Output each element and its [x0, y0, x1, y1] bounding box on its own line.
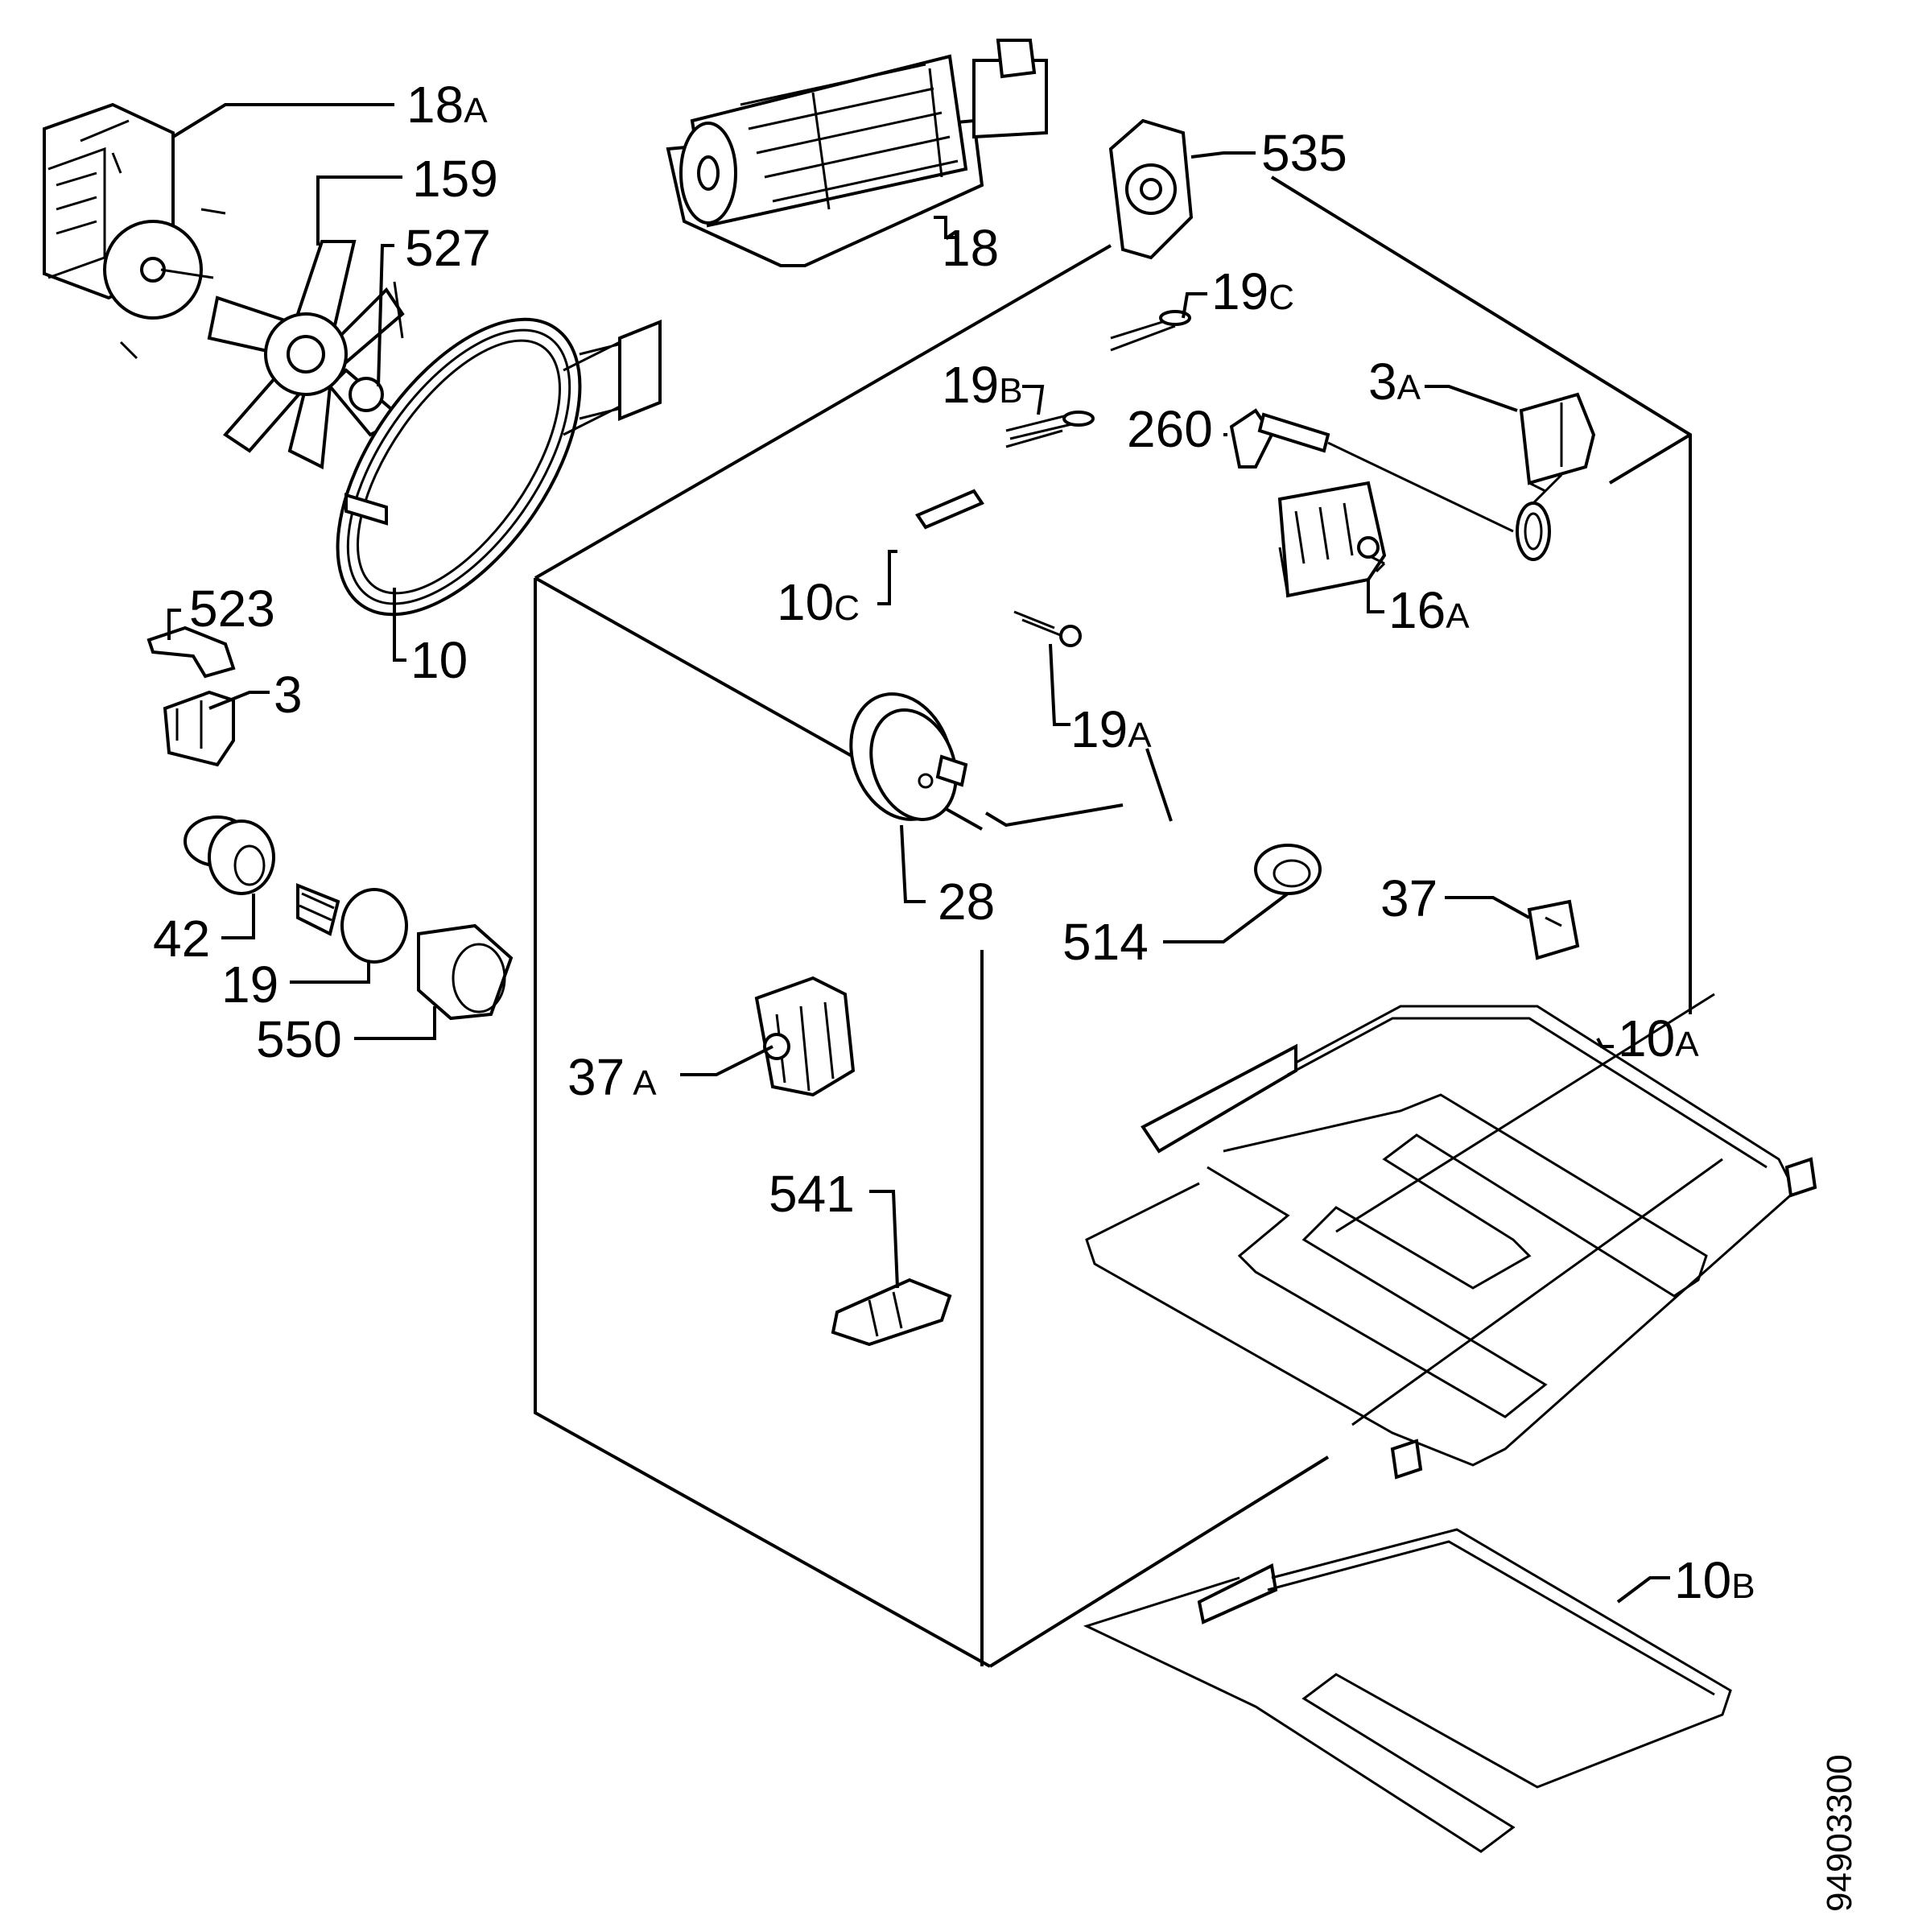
- label-541: 541: [769, 1165, 855, 1223]
- callout-labels: 18A 159 527 18 535 19C 19B 260 3A 10C 16…: [153, 76, 1755, 1609]
- thermostat-sensor-260: [1229, 408, 1514, 533]
- selector-switch-16a: [1277, 481, 1387, 598]
- connector-10c: [915, 489, 984, 530]
- label-535: 535: [1261, 124, 1347, 182]
- label-10c: 10C: [777, 573, 860, 631]
- label-16a: 16A: [1388, 581, 1470, 639]
- rotary-timer-28: [849, 692, 968, 821]
- label-10b: 10B: [1674, 1551, 1755, 1609]
- label-523: 523: [189, 580, 275, 638]
- tangential-fan-18: [666, 39, 1048, 267]
- label-28: 28: [938, 873, 995, 931]
- fan-blade-159: [207, 240, 406, 470]
- label-3: 3: [274, 666, 303, 724]
- lamp-bulb-19: [296, 883, 408, 964]
- lamp-holder-42: [184, 815, 275, 895]
- label-527: 527: [405, 219, 491, 277]
- label-42: 42: [153, 910, 210, 968]
- terminal-bracket-37a: [754, 976, 856, 1097]
- terminal-block-37: [1527, 899, 1580, 960]
- grommet-514: [1254, 844, 1322, 895]
- label-18a: 18A: [406, 76, 488, 134]
- thermostat-3: [163, 690, 235, 767]
- bottom-heating-element-10b: [1083, 1528, 1732, 1853]
- label-10a: 10A: [1618, 1009, 1699, 1067]
- label-260: 260: [1127, 400, 1213, 458]
- drawing-number: 94903300: [1820, 1754, 1859, 1912]
- oven-cabinet-outline: [534, 175, 1692, 1668]
- label-550: 550: [256, 1010, 342, 1068]
- terminal-541: [831, 1278, 952, 1347]
- lamp-glass-550: [417, 923, 514, 1021]
- label-37: 37: [1380, 869, 1438, 927]
- fan-motor-18a: [43, 102, 226, 360]
- circular-heating-element-10: [336, 317, 662, 617]
- wire-19b: [1005, 411, 1095, 448]
- label-19a: 19A: [1070, 700, 1152, 758]
- label-159: 159: [412, 150, 498, 208]
- label-10: 10: [410, 631, 468, 689]
- wire-19c: [1110, 310, 1191, 352]
- label-3a: 3A: [1368, 353, 1421, 411]
- nut-527: [349, 281, 404, 412]
- grill-heating-element-10a: [1085, 993, 1817, 1480]
- label-18: 18: [942, 219, 999, 277]
- label-19: 19: [221, 956, 278, 1013]
- wire-19a: [1013, 610, 1082, 647]
- lamp-cover-535: [1108, 118, 1194, 260]
- label-19b: 19B: [942, 356, 1023, 414]
- label-514: 514: [1062, 913, 1149, 971]
- thermostat-3a: [1516, 392, 1596, 561]
- leader-lines: [167, 103, 1670, 1604]
- label-19c: 19C: [1211, 262, 1294, 320]
